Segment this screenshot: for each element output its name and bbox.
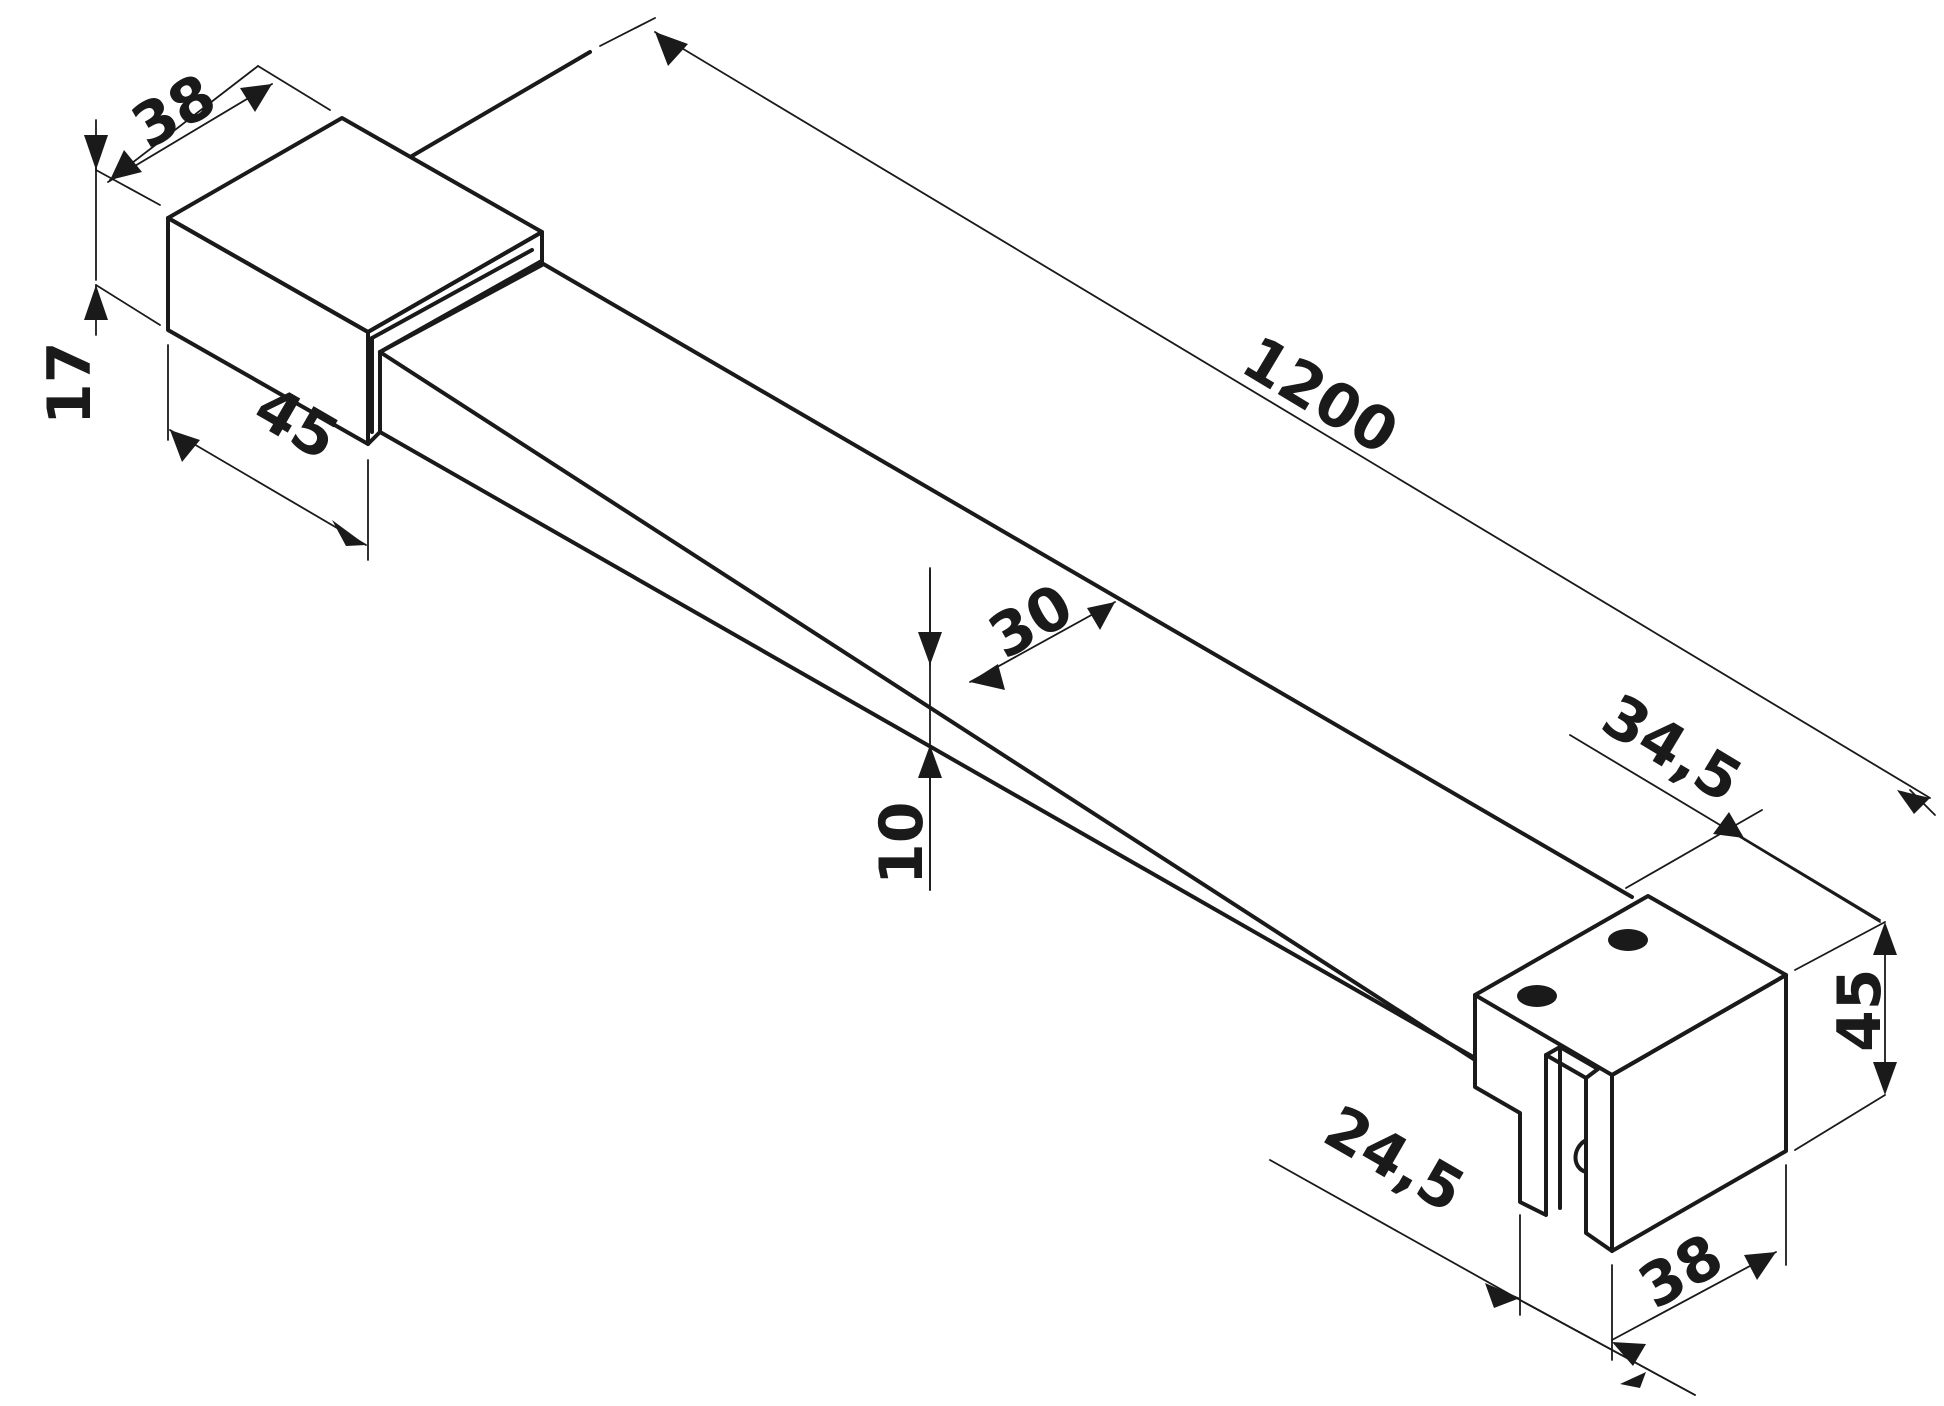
screw-hole-front — [1517, 985, 1557, 1007]
dim-left-height: 17 — [35, 342, 105, 426]
dim-right-depth: 38 — [1628, 1221, 1735, 1323]
rod-bar — [370, 248, 1634, 1062]
dim-bar-width: 30 — [978, 571, 1085, 673]
dim-right-height: 45 — [1825, 969, 1895, 1053]
screw-hole-rear — [1608, 929, 1648, 951]
dim-left-depth: 38 — [121, 61, 228, 163]
dim-total-length: 1200 — [1230, 323, 1409, 469]
dim-left-length: 45 — [243, 372, 350, 474]
dim-bar-height: 10 — [867, 802, 937, 886]
arrowheads — [84, 32, 1930, 1388]
right-glass-clamp — [1473, 894, 1788, 1253]
left-wall-bracket — [166, 116, 544, 446]
dim-right-slot: 24,5 — [1313, 1092, 1476, 1227]
rod-rear-edge — [410, 50, 592, 158]
